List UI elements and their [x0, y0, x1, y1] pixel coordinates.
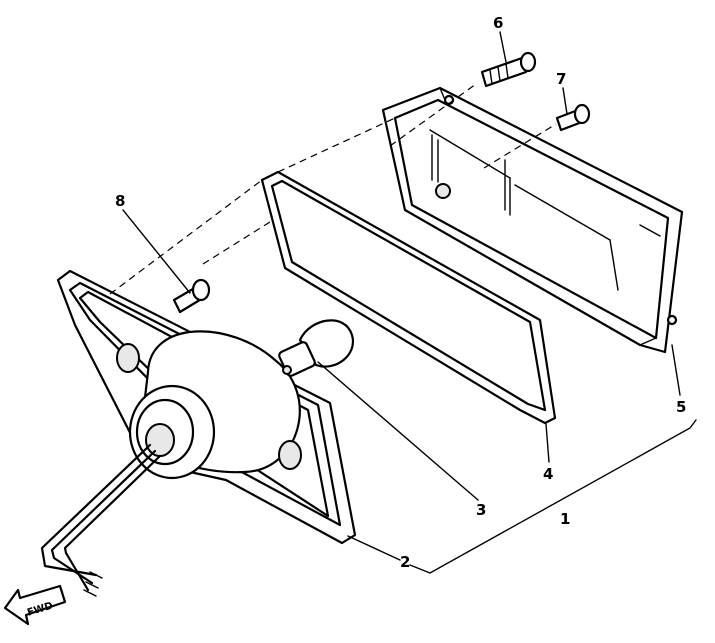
callout-6: 6: [493, 14, 503, 32]
callout-8: 8: [115, 192, 125, 210]
wire-harness: [40, 443, 162, 597]
callout-5: 5: [676, 398, 686, 416]
part-3-bulb: [278, 319, 355, 377]
fwd-arrow-icon: FWD: [3, 584, 67, 626]
callout-labels: 1 2 3 4 5 6 7 8: [115, 14, 686, 571]
part-7-screw: [555, 103, 591, 132]
callout-4: 4: [543, 465, 553, 483]
part-8-screw: [172, 278, 211, 314]
callout-3: 3: [476, 501, 486, 519]
part-5-lens-cover: [381, 86, 684, 354]
leader-lines: [122, 31, 697, 574]
part-4-gasket: [260, 170, 557, 425]
assembly-lines: [109, 83, 557, 295]
callout-1: 1: [560, 510, 570, 528]
callout-7: 7: [556, 70, 566, 88]
part-6-screw: [480, 51, 537, 88]
callout-2: 2: [400, 553, 410, 571]
